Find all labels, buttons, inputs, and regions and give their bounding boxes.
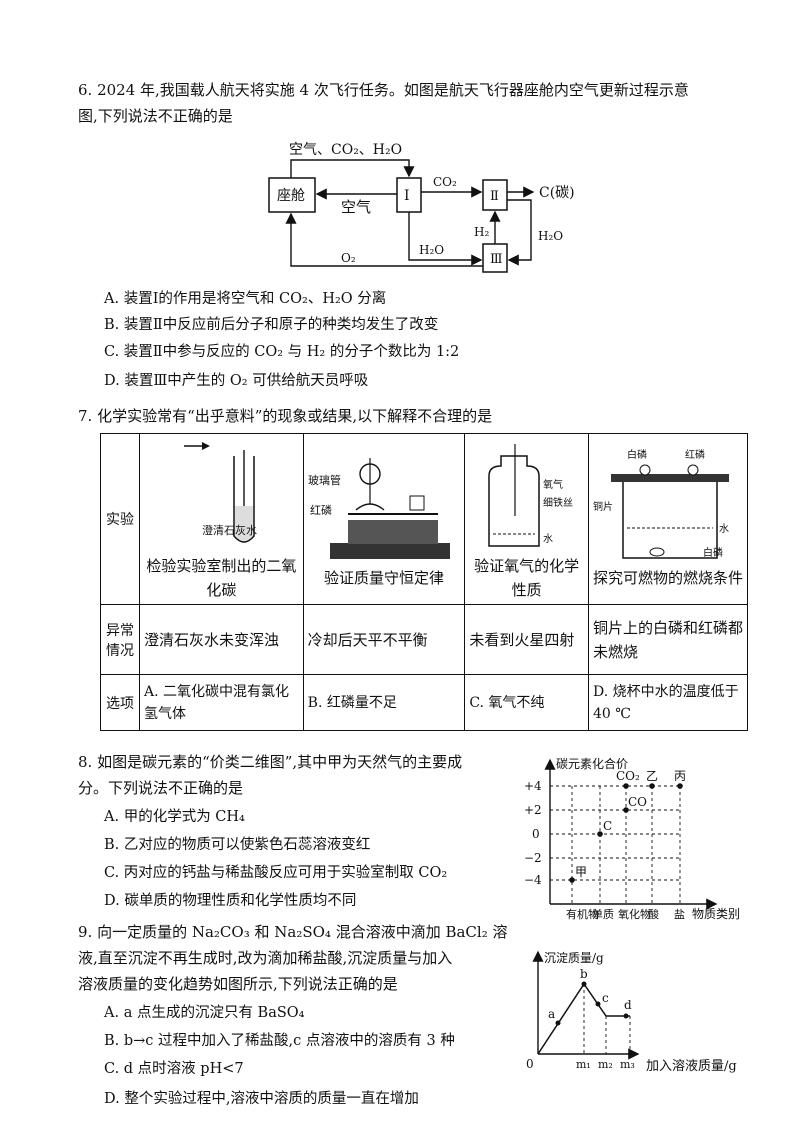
oxygen-bottle-figure: 氧气 细铁丝 水 xyxy=(488,444,573,547)
anomaly-3: 未看到火星四射 xyxy=(464,604,589,675)
label-device2: Ⅱ xyxy=(490,189,499,204)
beaker-figure: 白磷 红磷 铜片 水 白磷 xyxy=(593,448,729,559)
label-co2: CO₂ xyxy=(433,175,457,189)
point-jia: 甲 xyxy=(575,865,587,879)
label-white-p2: 白磷 xyxy=(703,546,723,559)
q8-stem-line1: 8. 如图是碳元素的“价类二维图”,其中甲为天然气的主要成 xyxy=(78,753,463,771)
row-label-choice: 选项 xyxy=(100,674,140,731)
point-yi: 乙 xyxy=(646,769,658,783)
q7-stem: 7. 化学实验常有“出乎意料”的现象或结果,以下解释不合理的是 xyxy=(78,407,493,425)
test-tube-figure: 澄清石灰水 xyxy=(184,442,257,543)
ytick-0: 0 xyxy=(532,827,540,841)
q8-xlabel: 物质类别 xyxy=(692,907,740,921)
label-h2: H₂ xyxy=(474,225,489,239)
point-b: b xyxy=(580,967,588,981)
label-cabin: 座舱 xyxy=(277,188,305,204)
q9-ylabel: 沉淀质量/g xyxy=(544,951,604,965)
point-a: a xyxy=(548,1007,555,1021)
row-label-experiment: 实验 xyxy=(100,433,140,605)
label-h2o-right: H₂O xyxy=(538,229,563,243)
q9-stem-line3: 溶液质量的变化趋势如图所示,下列说法正确的是 xyxy=(78,975,398,993)
anomaly-4: 铜片上的白磷和红磷都未燃烧 xyxy=(587,604,749,675)
choice-a: A. 二氧化碳中混有氯化氢气体 xyxy=(139,674,304,731)
xtick-organic: 有机物 xyxy=(566,907,599,921)
q9-xlabel: 加入溶液质量/g xyxy=(646,1059,737,1074)
point-bing: 丙 xyxy=(674,769,686,783)
q7-experiment-table: 实验 澄清石灰水 检验实验室制出的二氧化碳 xyxy=(100,433,749,731)
exp2-caption: 验证质量守恒定律 xyxy=(323,569,444,587)
label-red-p: 红磷 xyxy=(310,504,332,517)
point-co: CO xyxy=(628,795,647,809)
ytick-m4: −4 xyxy=(524,873,542,887)
xtick-m1: m₁ xyxy=(576,1058,591,1071)
label-device1: Ⅰ xyxy=(404,188,410,204)
device2-box xyxy=(482,179,508,211)
choice-c: C. 氧气不纯 xyxy=(464,674,589,731)
ytick-p4: +4 xyxy=(524,779,542,793)
q6-stem-line2: 图,下列说法不正确的是 xyxy=(78,107,233,125)
q6-option-d: D. 装置Ⅲ中产生的 O₂ 可供给航天员呼吸 xyxy=(104,373,369,389)
label-air: 空气 xyxy=(341,198,371,216)
label-copper: 铜片 xyxy=(593,500,613,513)
anomaly-2: 冷却后天平不平衡 xyxy=(302,604,466,675)
ytick-m2: −2 xyxy=(524,851,542,865)
q9-option-c: C. d 点时溶液 pH<7 xyxy=(104,1061,244,1077)
q6-stem-line1: 6. 2024 年,我国载人航天将实施 4 次飞行任务。如图是航天飞行器座舱内空… xyxy=(78,81,689,99)
balance-figure: 玻璃管 红磷 xyxy=(308,458,450,559)
row-label-anomaly: 异常情况 xyxy=(100,604,140,675)
label-oxygen: 氧气 xyxy=(543,478,563,491)
q9-option-a: A. a 点生成的沉淀只有 BaSO₄ xyxy=(104,1005,305,1021)
cabin-box xyxy=(268,177,316,213)
q9-option-d: D. 整个实验过程中,溶液中溶质的质量一直在增加 xyxy=(104,1091,419,1107)
point-c9: c xyxy=(602,991,609,1005)
q9-stem-line2: 液,直至沉淀不再生成时,改为滴加稀盐酸,沉淀质量与加入 xyxy=(78,949,453,967)
xtick-salt: 盐 xyxy=(674,908,685,921)
q8-ylabel: 碳元素化合价 xyxy=(556,756,628,771)
q8-stem-line2: 分。下列说法不正确的是 xyxy=(78,779,244,797)
label-water: 水 xyxy=(543,533,553,545)
point-c: C xyxy=(603,819,612,833)
xtick-m2: m₂ xyxy=(598,1058,613,1071)
label-glass-tube: 玻璃管 xyxy=(308,473,341,487)
q9-stem-line1: 9. 向一定质量的 Na₂CO₃ 和 Na₂SO₄ 混合溶液中滴加 BaCl₂ … xyxy=(78,923,508,941)
q6-option-c: C. 装置Ⅱ中参与反应的 CO₂ 与 H₂ 的分子个数比为 1:2 xyxy=(104,344,460,360)
xtick-m3: m₃ xyxy=(620,1058,635,1071)
label-water2: 水 xyxy=(719,523,729,535)
q6-air-cycle-diagram: 空气、CO₂、H₂O 座舱 Ⅰ Ⅱ Ⅲ 空气 CO₂ C(碳) H₂ H₂O H… xyxy=(268,142,575,273)
q9-precipitate-chart: 沉淀质量/g 0 m₁ m₂ m₃ 加入溶液质量/g a b c d xyxy=(526,950,737,1074)
choice-b: B. 红磷量不足 xyxy=(302,674,466,731)
point-d: d xyxy=(624,998,632,1012)
q8-option-b: B. 乙对应的物质可以使紫色石蕊溶液变红 xyxy=(104,837,371,853)
exp4-caption: 探究可燃物的燃烧条件 xyxy=(592,569,743,587)
point-co2: CO₂ xyxy=(616,769,640,783)
label-red-p2: 红磷 xyxy=(685,448,705,461)
label-h2o-left: H₂O xyxy=(419,243,444,257)
ytick-p2: +2 xyxy=(524,803,542,817)
xtick-element: 单质 xyxy=(592,908,614,921)
exp1-caption: 检验实验室制出的二氧化碳 xyxy=(146,557,297,599)
label-limewater: 澄清石灰水 xyxy=(202,523,257,537)
q9-option-b: B. b→c 过程中加入了稀盐酸,c 点溶液中的溶质有 3 种 xyxy=(104,1033,455,1049)
choice-d: D. 烧杯中水的温度低于 40 ℃ xyxy=(587,674,749,731)
label-white-p: 白磷 xyxy=(627,448,647,461)
q9-origin: 0 xyxy=(526,1057,534,1071)
q8-option-d: D. 碳单质的物理性质和化学性质均不同 xyxy=(104,893,357,909)
xtick-oxide: 氧化物 xyxy=(618,907,651,921)
q8-option-a: A. 甲的化学式为 CH₄ xyxy=(104,809,245,825)
q6-option-a: A. 装置Ⅰ的作用是将空气和 CO₂、H₂O 分离 xyxy=(104,291,387,307)
label-o2: O₂ xyxy=(341,251,356,265)
label-device3: Ⅲ xyxy=(490,252,503,267)
label-carbon: C(碳) xyxy=(539,185,575,201)
exp3-caption: 验证氧气的化学性质 xyxy=(474,557,580,599)
q8-option-c: C. 丙对应的钙盐与稀盐酸反应可用于实验室制取 CO₂ xyxy=(104,865,448,881)
q6-option-b: B. 装置Ⅱ中反应前后分子和原子的种类均发生了改变 xyxy=(104,317,439,333)
anomaly-1: 澄清石灰水未变浑浊 xyxy=(139,604,304,675)
label-iron-wire: 细铁丝 xyxy=(543,496,573,509)
label-top-flow: 空气、CO₂、H₂O xyxy=(289,142,402,158)
q8-valence-chart: 碳元素化合价 +4 +2 0 −2 −4 有机物 单质 氧化物 酸 盐 物质类别… xyxy=(524,756,740,921)
xtick-acid: 酸 xyxy=(648,907,659,921)
